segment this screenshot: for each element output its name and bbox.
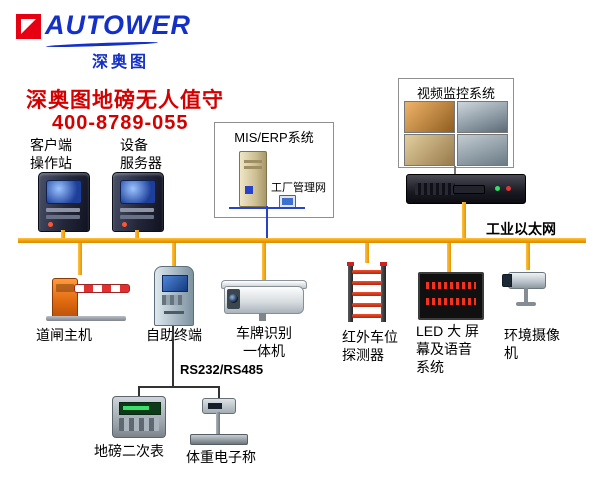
mis-erp-title: MIS/ERP系统 (234, 130, 314, 145)
detector-cap (347, 262, 354, 266)
server-slot (244, 160, 262, 163)
detector-pole (348, 264, 353, 322)
connector-led (447, 243, 451, 272)
phone-number: 400-8789-055 (52, 112, 189, 134)
client-pc-icon (38, 172, 90, 232)
scale-platform (190, 434, 248, 445)
connector-infrared (365, 243, 369, 263)
env-camera-arm (524, 288, 528, 303)
barrier-gate-base (46, 316, 126, 321)
kiosk-label: 自助终端 (146, 327, 202, 343)
scale-label: 体重电子称 (186, 449, 256, 465)
detector-beam (352, 292, 382, 296)
infrared-detector-icon (346, 262, 388, 324)
connector-video-dvr (454, 166, 456, 174)
detector-beam (352, 281, 382, 285)
camera-snapshot-2 (457, 101, 508, 133)
factory-net-label: 工厂管理网 (271, 182, 326, 194)
scale-display (208, 403, 222, 409)
video-system-box: 视频监控系统 (398, 78, 514, 168)
serial-drop-indicator (138, 386, 140, 396)
detector-beam (352, 303, 382, 307)
indicator-label: 地磅二次表 (94, 443, 164, 459)
pc-power-led (122, 222, 127, 227)
logo-swoosh (45, 41, 159, 48)
env-camera-base (516, 302, 536, 306)
monitor-screen (282, 198, 293, 205)
connector-server-pc (135, 230, 139, 238)
client-station-label: 客户端 操作站 (30, 137, 72, 172)
pc-screen-icon (120, 180, 156, 204)
lpr-camera-icon (224, 286, 304, 314)
ethernet-bus-label: 工业以太网 (486, 221, 556, 237)
kiosk-slot (164, 311, 184, 314)
infrared-label: 红外车位 探测器 (342, 329, 398, 364)
pc-screen-icon (46, 180, 82, 204)
dvr-disc-tray (453, 185, 485, 194)
led-dot-row (426, 298, 476, 305)
scale-pole (216, 412, 220, 436)
pc-drive-bay (46, 215, 80, 219)
kiosk-screen (162, 275, 188, 292)
led-dot-row (426, 282, 476, 289)
pc-power-led (48, 222, 53, 227)
server-chip (245, 186, 253, 194)
kiosk-icon (154, 266, 194, 326)
lpr-camera-lens (229, 294, 238, 303)
pc-drive-bay (120, 215, 154, 219)
detector-beam (352, 314, 382, 318)
pc-drive-bay (120, 208, 154, 212)
led-screen-icon (418, 272, 484, 320)
indicator-keypad (119, 418, 159, 431)
video-system-title: 视频监控系统 (416, 86, 495, 101)
env-camera-lens (502, 274, 512, 287)
ethernet-bus (18, 238, 586, 243)
server-pc-icon (112, 172, 164, 232)
lpr-camera-mount (259, 313, 266, 321)
device-server-label: 设备 服务器 (120, 137, 162, 172)
serial-line-vertical (172, 326, 174, 386)
detector-beam (352, 270, 382, 274)
dvr-led-green (495, 186, 500, 191)
serial-link-label: RS232/RS485 (180, 362, 264, 377)
kiosk-keypad (162, 295, 186, 305)
barrier-gate-cabinet-icon (52, 278, 78, 320)
brand-name-cn: 深奥图 (92, 54, 150, 71)
server-slot (244, 166, 262, 169)
serial-line-horizontal (138, 386, 220, 388)
connector-dvr-bus (462, 202, 466, 238)
dvr-recorder-icon (406, 174, 526, 204)
connector-lpr (262, 243, 266, 281)
envcam-label: 环境摄像 机 (504, 327, 560, 362)
connector-mis-erp (266, 206, 268, 238)
indicator-display (119, 402, 161, 415)
barrier-label: 道闸主机 (36, 327, 92, 343)
serial-drop-scale (218, 386, 220, 398)
weighbridge-indicator-icon (112, 396, 166, 438)
connector-client-pc (61, 230, 65, 238)
autower-logo-icon (16, 14, 41, 39)
env-camera-icon (508, 272, 546, 289)
barrier-gate-arm-icon (74, 284, 130, 293)
brand-name: AUTOWER (45, 10, 191, 40)
detector-pole (381, 264, 386, 322)
mis-erp-box: MIS/ERP系统 工厂管理网 (214, 122, 334, 218)
dvr-led-red (506, 186, 511, 191)
led-label: LED 大 屏 幕及语音 系统 (416, 323, 480, 376)
detector-cap (380, 262, 387, 266)
diagram-title: 深奥图地磅无人值守 (26, 89, 224, 112)
connector-kiosk (172, 243, 176, 266)
camera-snapshot-4 (457, 134, 508, 166)
camera-snapshot-1 (404, 101, 455, 133)
connector-barrier (78, 243, 82, 275)
lpr-label: 车牌识别 一体机 (236, 325, 292, 360)
pc-drive-bay (46, 208, 80, 212)
camera-snapshot-3 (404, 134, 455, 166)
connector-envcam (526, 243, 530, 270)
server-tower-icon (239, 151, 267, 207)
dvr-vent (415, 183, 455, 195)
indicator-readout (123, 406, 149, 410)
